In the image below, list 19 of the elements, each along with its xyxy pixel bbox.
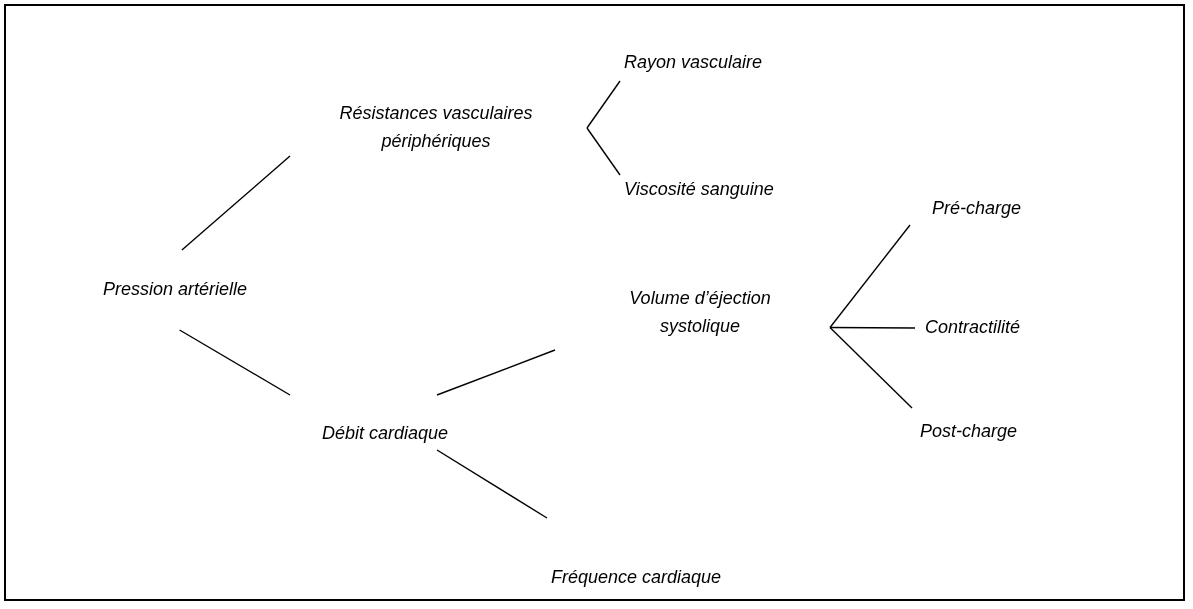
node-text: Contractilité — [915, 310, 1065, 346]
node-text: Pression artérielle — [60, 250, 290, 330]
connector-line — [436, 349, 556, 396]
node-text: Viscosité sanguine — [620, 175, 845, 205]
connector-line — [829, 326, 913, 409]
node-text: Pré-charge — [910, 192, 1060, 225]
connector-line — [829, 224, 911, 329]
connector-line — [181, 155, 291, 251]
node-text: Post-charge — [912, 408, 1062, 448]
connector-line — [178, 329, 291, 396]
node-text: Fréquence cardiaque — [547, 518, 787, 596]
connector-line — [436, 449, 548, 519]
node-text: Résistances vasculaires périphériques — [290, 100, 587, 156]
connector-line — [586, 127, 621, 176]
node-text: Rayon vasculaire — [620, 45, 830, 81]
connector-line — [829, 326, 916, 329]
connector-line — [586, 80, 621, 129]
node-text: Débit cardiaque — [290, 395, 490, 450]
node-text: Volume d’éjection systolique — [555, 275, 830, 350]
